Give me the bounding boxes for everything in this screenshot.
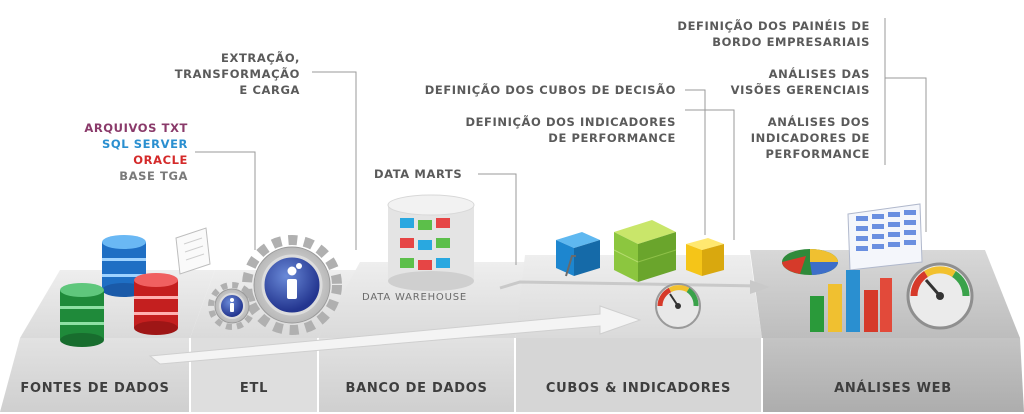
green-cube-icon xyxy=(613,220,677,282)
source-sql-label: SQL SERVER xyxy=(102,137,188,151)
large-gear-icon xyxy=(242,235,342,335)
yellow-cube-icon xyxy=(686,238,724,276)
source-tga-label: BASE TGA xyxy=(119,169,188,183)
stage-label-fontes: FONTES DE DADOS xyxy=(20,381,170,396)
etl-note-line-1: EXTRAÇÃO, xyxy=(221,51,300,65)
document-icon xyxy=(175,227,211,275)
pie-chart-icon xyxy=(782,249,839,275)
source-txt-label: ARQUIVOS TXT xyxy=(84,121,188,135)
stage-label-etl: ETL xyxy=(239,381,269,396)
red-database-icon xyxy=(134,273,178,335)
web-indicators-line-3: PERFORMANCE xyxy=(765,147,870,161)
stage-label-cubos: CUBOS & INDICADORES xyxy=(545,381,732,396)
platform-fronts xyxy=(0,338,1024,412)
panels-line-2: BORDO EMPRESARIAIS xyxy=(712,35,870,49)
indicators-definition-line-1: DEFINIÇÃO DOS INDICADORES xyxy=(465,115,676,129)
green-database-icon xyxy=(60,283,104,347)
spreadsheet-screen-icon xyxy=(847,203,923,271)
stage-label-banco: BANCO DE DADOS xyxy=(345,381,488,396)
web-indicators-line-1: ANÁLISES DOS xyxy=(767,115,870,129)
web-indicators-line-2: INDICADORES DE xyxy=(750,131,870,145)
etl-note-line-2: TRANSFORMAÇÃO xyxy=(174,67,300,81)
bar-chart-3d-icon xyxy=(810,270,892,332)
small-gauge-icon xyxy=(655,283,701,329)
data-warehouse-label: DATA WAREHOUSE xyxy=(362,292,467,303)
blue-database-icon xyxy=(102,235,146,297)
leader-lines xyxy=(195,18,927,265)
large-gauge-icon xyxy=(906,262,974,330)
small-gear-icon xyxy=(208,282,256,330)
indicators-definition-line-2: DE PERFORMANCE xyxy=(548,131,676,145)
views-line-1: ANÁLISES DAS xyxy=(768,67,870,81)
data-marts-label: DATA MARTS xyxy=(374,167,463,181)
cubes-definition-label: DEFINIÇÃO DOS CUBOS DE DECISÃO xyxy=(424,83,676,97)
source-oracle-label: ORACLE xyxy=(133,153,188,167)
etl-note-line-3: E CARGA xyxy=(239,83,300,97)
stage-label-web: ANÁLISES WEB xyxy=(834,381,952,396)
blue-cube-icon xyxy=(556,232,600,277)
panels-line-1: DEFINIÇÃO DOS PAINÉIS DE xyxy=(677,19,870,33)
data-warehouse-cylinder-icon xyxy=(387,194,475,291)
views-line-2: VISÕES GERENCIAIS xyxy=(730,83,870,97)
